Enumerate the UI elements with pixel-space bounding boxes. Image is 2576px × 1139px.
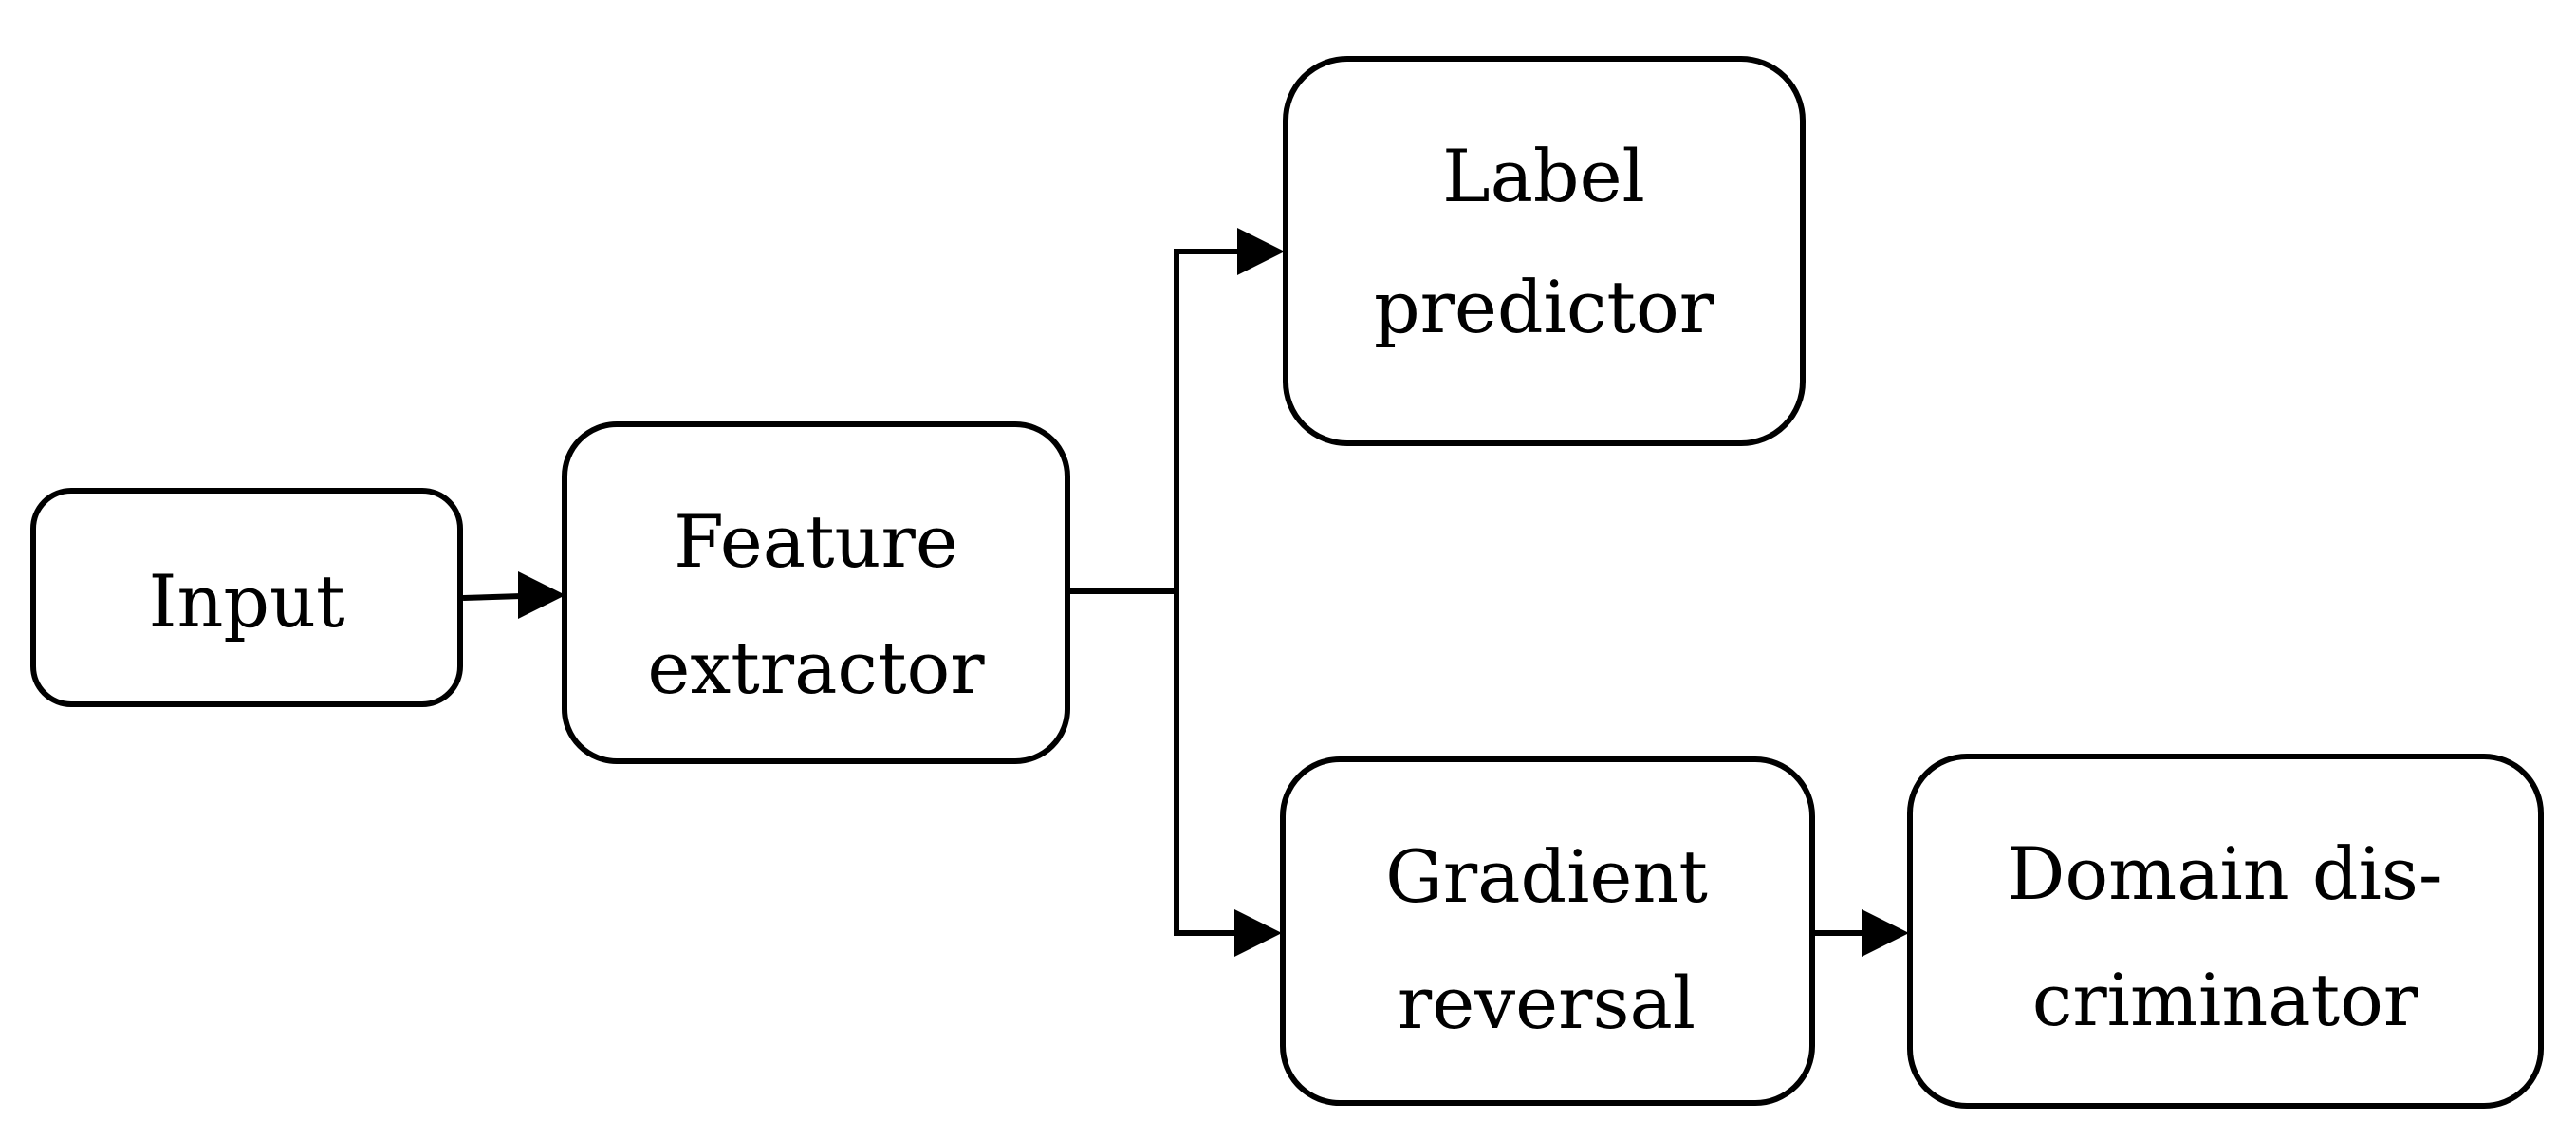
arrow-head-icon [1237, 228, 1285, 275]
arrow-head-icon [1862, 909, 1909, 957]
node-gradient-reversal-label-line2: reversal [1398, 961, 1696, 1045]
node-domain-discriminator-label-line1: Domain dis- [2007, 831, 2442, 916]
edge-feature-extractor-split [1070, 228, 1285, 957]
node-feature-extractor-box [562, 421, 1070, 764]
node-feature-extractor: Feature extractor [562, 421, 1070, 764]
edge-feature-extractor-to-gradient-reversal-line [1174, 591, 1238, 936]
node-domain-discriminator-box [1907, 754, 2544, 1109]
node-domain-discriminator-label-line2: criminator [2032, 958, 2418, 1042]
node-label-predictor: Label predictor [1283, 56, 1806, 446]
node-input-box [30, 488, 463, 707]
node-label-predictor-label-line1: Label [1442, 134, 1645, 218]
edge-gradient-reversal-to-domain-discriminator [1815, 909, 1909, 957]
node-gradient-reversal-label-line1: Gradient [1385, 834, 1708, 919]
node-domain-discriminator: Domain dis- criminator [1907, 754, 2544, 1109]
edge-input-to-feature-extractor [462, 571, 565, 619]
node-feature-extractor-label-line1: Feature [674, 499, 958, 584]
node-gradient-reversal-box [1280, 756, 1815, 1106]
node-gradient-reversal: Gradient reversal [1280, 756, 1815, 1106]
arrow-head-icon [518, 571, 565, 619]
edge-input-to-feature-extractor-line [462, 593, 523, 601]
node-label-predictor-box [1283, 56, 1806, 446]
node-input-label: Input [148, 559, 344, 644]
node-label-predictor-label-line2: predictor [1374, 265, 1714, 349]
node-feature-extractor-label-line2: extractor [647, 626, 985, 710]
edge-feature-extractor-to-label-predictor-line [1174, 249, 1241, 591]
node-input: Input [30, 488, 463, 707]
arrow-head-icon [1234, 909, 1282, 957]
